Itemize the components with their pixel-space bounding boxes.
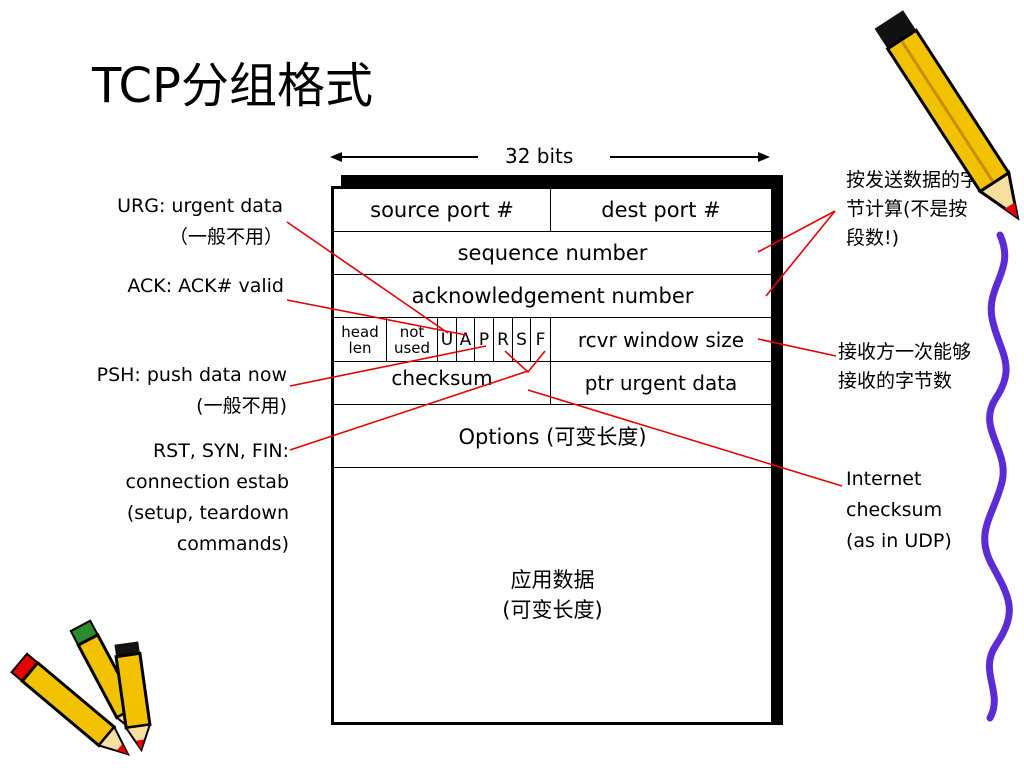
psh-annotation: PSH: push data now (一般不用): [97, 360, 287, 422]
psh-pointer-line: [289, 345, 487, 387]
head-len-line-2: len: [348, 338, 372, 357]
pointer-lines: [286, 210, 843, 487]
bits-label: 32 bits: [505, 144, 574, 168]
window-note-annotation: 接收方一次能够 接收的字节数: [838, 338, 971, 396]
checksum-note-line-3: (as in UDP): [846, 530, 952, 552]
urg-line-2: （一般不用）: [168, 226, 283, 248]
seq-note-line-1: 按发送数据的字: [846, 169, 980, 191]
seq-note-pointer-line-b: [765, 210, 836, 297]
checksum-note-line-1: Internet: [846, 468, 922, 490]
squiggle-decoration: [981, 231, 1013, 722]
psh-line-2: (一般不用): [196, 395, 287, 417]
head-len-line-1: head: [341, 322, 379, 341]
options-field: Options (可变长度): [333, 404, 772, 468]
pencil-decoration-bottom-left-2: [10, 652, 130, 756]
app-data-line-2: (可变长度): [502, 598, 603, 622]
app-data-line-1: 应用数据: [510, 568, 595, 592]
app-data-field: 应用数据 (可变长度): [333, 467, 772, 723]
psh-line-1: PSH: push data now: [96, 364, 287, 386]
urg-pointer-line: [286, 221, 449, 334]
seq-note-pointer-line-a: [757, 210, 836, 253]
pencil-decoration-bottom-left-3: [114, 641, 152, 753]
rst-syn-fin-line-4: commands): [176, 533, 289, 555]
bits-width-arrow: [330, 152, 770, 162]
ptr-urgent-field: ptr urgent data: [550, 361, 772, 405]
checksum-field: checksum: [333, 361, 551, 405]
urg-line-1: URG: urgent data: [117, 195, 283, 217]
window-note-line-1: 接收方一次能够: [838, 341, 972, 363]
rcvr-window-field: rcvr window size: [550, 317, 772, 362]
flags-bracket: [504, 350, 546, 374]
not-used-line-2: used: [393, 338, 431, 357]
checksum-note-annotation: Internet checksum (as in UDP): [846, 464, 952, 557]
window-note-pointer-line: [757, 338, 837, 357]
rst-syn-fin-pointer-line: [289, 370, 529, 451]
not-used-line-1: not: [399, 322, 425, 341]
rst-syn-fin-line-3: (setup, teardown: [126, 502, 289, 524]
dest-port-field: dest port #: [550, 188, 772, 232]
window-note-line-2: 接收的字节数: [838, 370, 953, 392]
seq-note-annotation: 按发送数据的字 节计算(不是按 段数!): [846, 166, 979, 253]
seq-note-line-2: 节计算(不是按: [846, 198, 968, 220]
checksum-note-pointer-line: [527, 389, 843, 487]
not-used-field: not used: [386, 317, 438, 362]
ack-pointer-line: [286, 299, 467, 336]
source-port-field: source port #: [333, 188, 551, 232]
slide-title: TCP分组格式: [92, 58, 373, 114]
urg-annotation: URG: urgent data （一般不用）: [117, 191, 283, 253]
rst-syn-fin-line-1: RST, SYN, FIN:: [152, 440, 289, 462]
ack-annotation: ACK: ACK# valid: [127, 275, 284, 297]
rst-syn-fin-line-2: connection estab: [125, 471, 289, 493]
pencil-decoration-top-right: [874, 10, 1020, 221]
checksum-note-line-2: checksum: [846, 499, 943, 521]
tcp-segment-frame: source port # dest port # sequence numbe…: [331, 186, 774, 725]
rst-syn-fin-annotation: RST, SYN, FIN: connection estab (setup, …: [126, 436, 289, 560]
seq-note-line-3: 段数!): [846, 227, 900, 249]
